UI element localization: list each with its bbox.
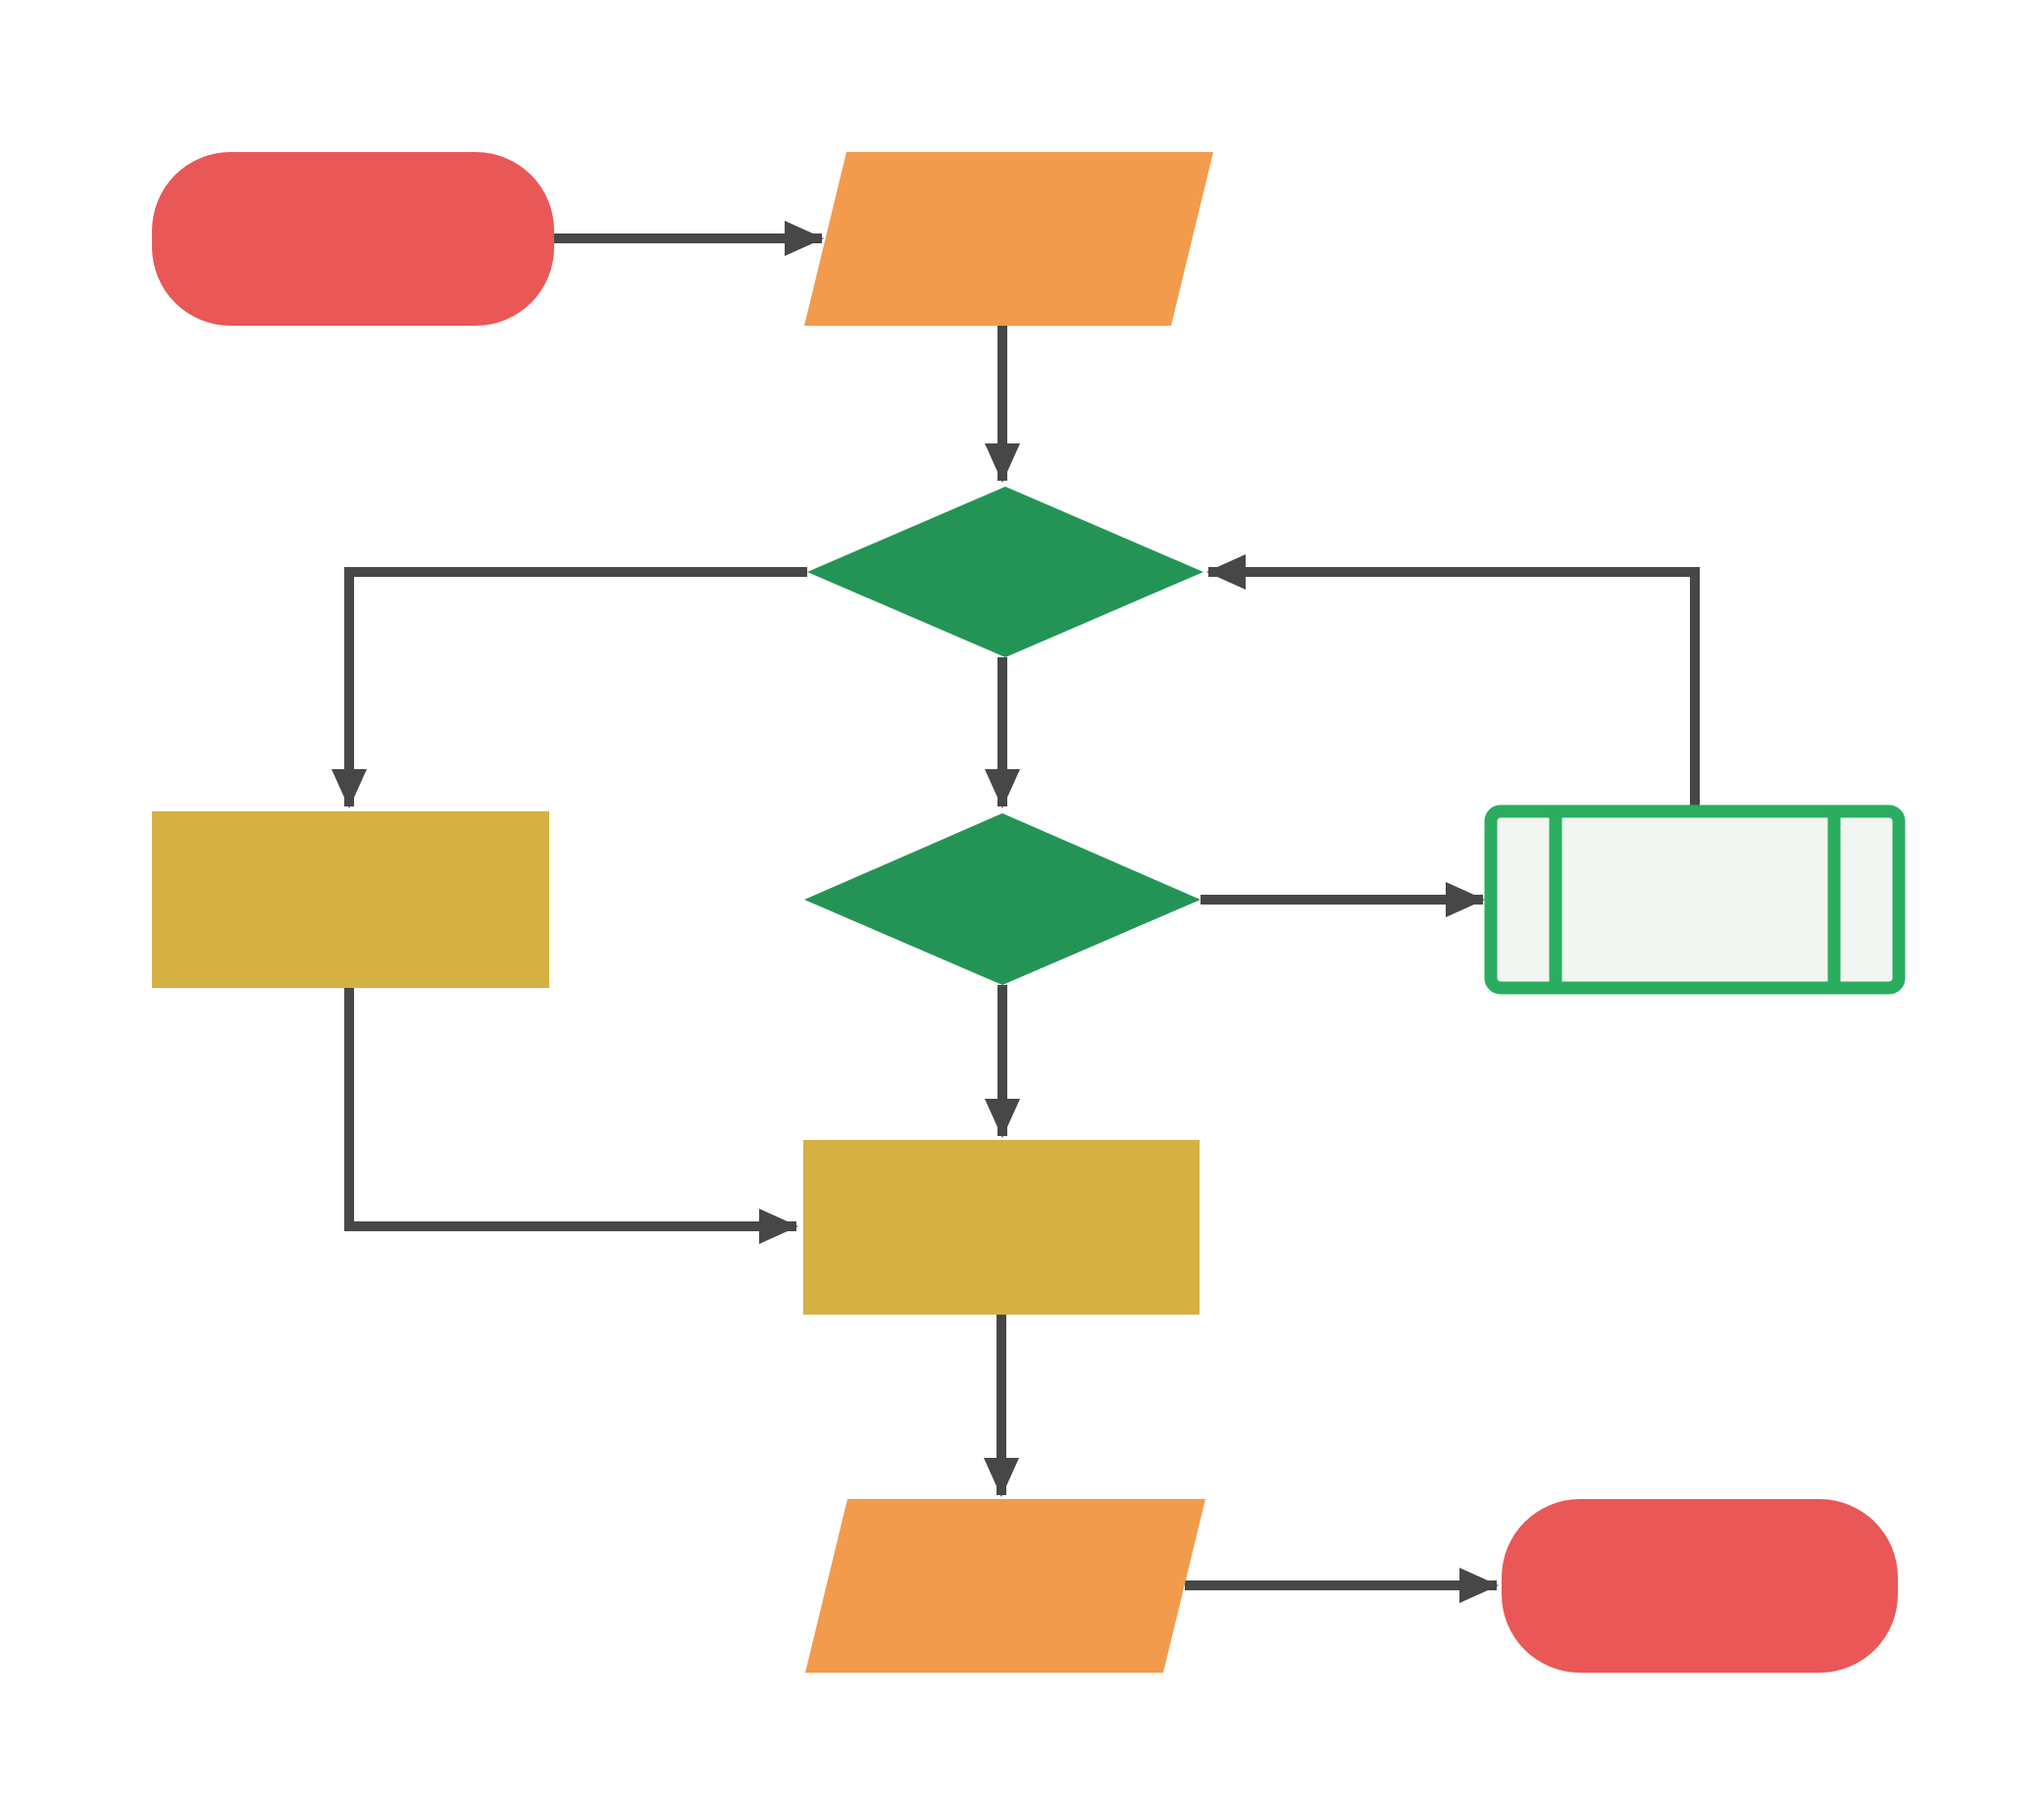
node-process-center-rect[interactable] xyxy=(803,1140,1200,1315)
node-input-top-parallelogram[interactable] xyxy=(804,152,1213,326)
node-end-terminator[interactable] xyxy=(1502,1499,1898,1673)
node-start-terminator[interactable] xyxy=(152,152,554,326)
node-predefined-process[interactable] xyxy=(1484,804,1906,995)
node-process-left-rect[interactable] xyxy=(152,811,549,988)
node-decision-2-diamond[interactable] xyxy=(804,813,1201,985)
node-decision-1-diamond[interactable] xyxy=(807,487,1203,657)
node-layer xyxy=(152,152,1906,1673)
edge-predefined-process-to-decision-1[interactable] xyxy=(1206,554,1700,811)
edge-layer xyxy=(332,221,1700,1603)
edge-decision-1-to-process-left[interactable] xyxy=(332,567,807,808)
node-output-bottom-parallelogram[interactable] xyxy=(805,1499,1205,1673)
edge-process-left-to-process-center[interactable] xyxy=(344,988,798,1244)
predefined-process-outline xyxy=(1484,804,1906,995)
